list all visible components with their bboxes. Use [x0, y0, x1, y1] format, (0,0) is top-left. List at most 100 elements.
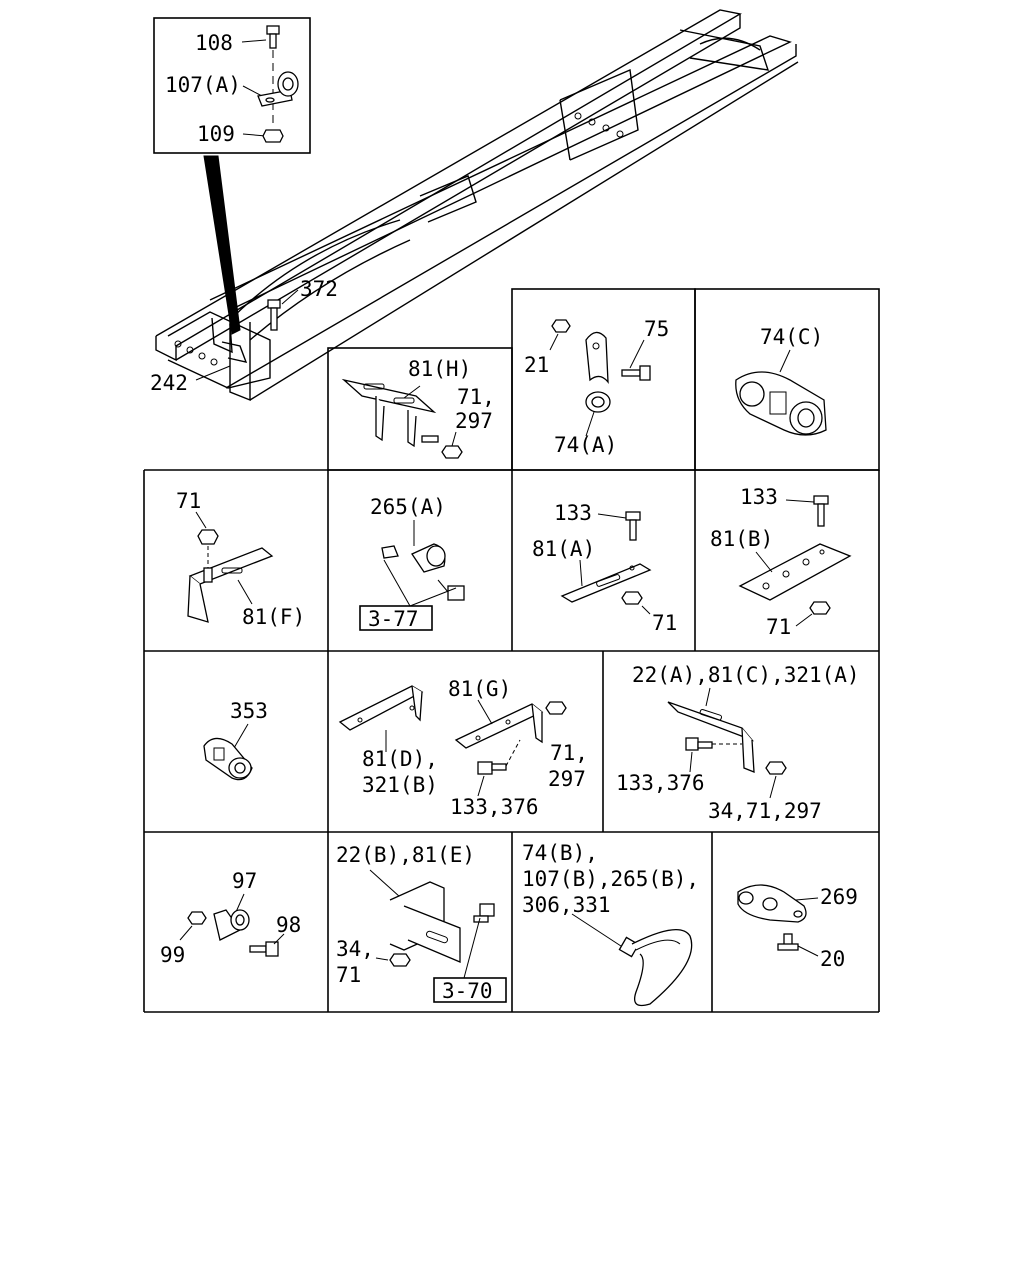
cell-74c: 74(C): [735, 325, 827, 436]
parts-grid: [143, 288, 880, 1013]
label-20: 20: [820, 947, 845, 971]
cell-81b: 133 81(B) 71: [710, 485, 852, 639]
label-81a: 81(A): [532, 537, 595, 561]
detail-box: 108 107(A) 109: [153, 17, 311, 154]
label-297: 297: [548, 767, 586, 791]
label-321b: 321(B): [362, 773, 438, 797]
label-81g: 81(G): [448, 677, 511, 701]
label-34: 34,: [336, 937, 374, 961]
label-269: 269: [820, 885, 858, 909]
detail-label-109: 109: [197, 122, 235, 146]
label-81d: 81(D),: [362, 747, 438, 771]
plate-81b-icon: [738, 543, 852, 601]
bolt-133-icon: [625, 511, 641, 541]
bracket-81f-icon: [187, 547, 274, 623]
label-265a: 265(A): [370, 495, 446, 519]
bolt-22b-icon: [473, 903, 495, 923]
label-133-376: 133,376: [450, 795, 539, 819]
label-22a-81c-321a: 22(A),81(C),321(A): [632, 663, 860, 687]
cell-74a: 21 75 74(A): [524, 317, 669, 457]
ref-3-70[interactable]: 3-70: [442, 979, 493, 1003]
label-21: 21: [524, 353, 549, 377]
cell-269: 269 20: [737, 884, 858, 971]
cell-265a: 265(A) 3-77: [359, 495, 465, 631]
bolt-133-icon: [685, 737, 713, 751]
label-71: 71: [766, 615, 791, 639]
nut-109-icon: [262, 129, 284, 143]
nut-71-icon: [621, 591, 643, 605]
ref-3-77[interactable]: 3-77: [368, 607, 419, 631]
cell-81e: 22(B),81(E) 34, 71 3-70: [336, 843, 507, 1003]
cell-81a: 133 81(A) 71: [532, 501, 677, 635]
bolt-108-icon: [266, 25, 280, 49]
nut-34-icon: [389, 953, 411, 967]
label-99: 99: [160, 943, 185, 967]
cell-81f: 71 81(F): [176, 489, 305, 629]
bolt-98-icon: [249, 941, 279, 957]
cell-81g: 81(G) 71, 297 81(D), 321(B) 133,376: [338, 677, 588, 819]
label-97: 97: [232, 869, 257, 893]
washer-99-icon: [187, 911, 207, 925]
label-133: 133: [554, 501, 592, 525]
label-81f: 81(F): [242, 605, 305, 629]
clamp-74a-icon: [585, 331, 611, 413]
bracket-81h-icon: [341, 378, 437, 448]
label-297: 297: [455, 409, 493, 433]
bolt-372-icon: [267, 299, 281, 331]
label-306-331: 306,331: [522, 893, 611, 917]
frame-label-242: 242: [150, 371, 188, 395]
bracket-81g-icon: [454, 703, 544, 749]
cell-97: 97 98 99: [160, 869, 301, 967]
label-22b-81e: 22(B),81(E): [336, 843, 475, 867]
nut-71-icon: [197, 529, 219, 545]
label-75: 75: [644, 317, 669, 341]
label-81h: 81(H): [408, 357, 471, 381]
label-71: 71: [336, 963, 361, 987]
detail-label-107a: 107(A): [165, 73, 241, 97]
bolt-133-icon: [477, 761, 507, 775]
label-81b: 81(B): [710, 527, 773, 551]
label-353: 353: [230, 699, 268, 723]
label-71: 71: [176, 489, 201, 513]
label-133-376: 133,376: [616, 771, 705, 795]
label-71: 71,: [457, 385, 495, 409]
clamp-269-icon: [737, 884, 807, 923]
cell-81c: 22(A),81(C),321(A) 133,376 34,71,297: [616, 663, 860, 823]
bolt-133-icon: [813, 495, 829, 527]
cell-353: 353: [203, 699, 268, 781]
label-98: 98: [276, 913, 301, 937]
label-71: 71,: [550, 741, 588, 765]
nut-71-icon: [809, 601, 831, 615]
label-74c: 74(C): [760, 325, 823, 349]
washer-21-icon: [551, 319, 571, 333]
cell-81h: 81(H) 71, 297: [341, 357, 495, 459]
bolt-20-icon: [777, 933, 799, 951]
clip-97-icon: [213, 909, 250, 941]
clamp-353-icon: [203, 737, 253, 781]
ref-box-3-77[interactable]: [359, 605, 433, 631]
label-74b: 74(B),: [522, 841, 598, 865]
clip-107a-icon: [257, 71, 299, 107]
plate-81a-icon: [560, 563, 652, 603]
ref-box-3-70[interactable]: [433, 977, 507, 1003]
bracket-81e-icon: [389, 881, 461, 963]
clip-265a-icon: [381, 543, 465, 601]
nut-297-icon: [765, 761, 787, 775]
bracket-81d-icon: [338, 685, 424, 731]
chassis-frame-icon: [155, 9, 799, 402]
cell-74b: 74(B), 107(B),265(B), 306,331: [522, 841, 699, 1007]
label-74a: 74(A): [554, 433, 617, 457]
label-107b-265b: 107(B),265(B),: [522, 867, 699, 891]
label-71: 71: [652, 611, 677, 635]
cable-tie-icon: [618, 929, 693, 1007]
bracket-81c-icon: [667, 701, 755, 773]
frame-label-372: 372: [300, 277, 338, 301]
nut-297-icon: [441, 445, 463, 459]
detail-label-108: 108: [195, 31, 233, 55]
label-133: 133: [740, 485, 778, 509]
bolt-75-icon: [621, 365, 651, 381]
bolt-71-icon: [421, 435, 439, 443]
label-34-71-297: 34,71,297: [708, 799, 822, 823]
nut-71-icon: [545, 701, 567, 715]
